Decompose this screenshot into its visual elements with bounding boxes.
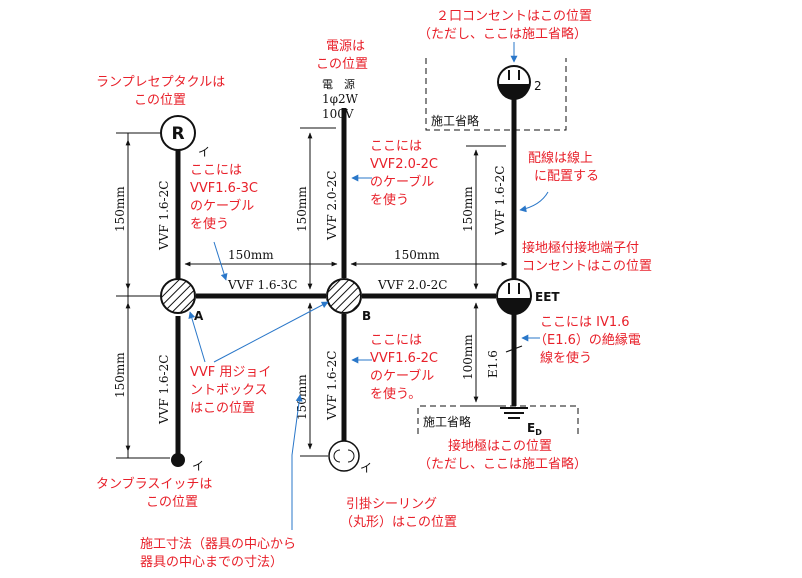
junction-box-a bbox=[160, 278, 196, 314]
leader-joint-b bbox=[213, 301, 329, 363]
note-cable16-2c-2: VVF1.6-2C bbox=[370, 351, 438, 366]
note-ground-1: 接地極はこの位置 bbox=[448, 438, 552, 454]
leader-wiring bbox=[519, 191, 549, 213]
note-outlet2-1: ２口コンセントはこの位置 bbox=[436, 9, 592, 24]
note-joint-box-1: VVF 用ジョイ bbox=[190, 365, 271, 380]
note-cable16-3c: ここには VVF1.6-3C のケーブル を使う bbox=[190, 163, 262, 232]
note-cable16-3c-1: ここには bbox=[190, 163, 242, 178]
duplex-outlet-fill bbox=[498, 84, 530, 100]
junction-box-b bbox=[326, 278, 362, 314]
lamp-i-mark: イ bbox=[198, 145, 210, 159]
note-cable20-2c: ここには VVF2.0-2C のケーブル を使う bbox=[370, 139, 442, 208]
junction-a-label: A bbox=[194, 309, 204, 323]
e16-tick bbox=[505, 345, 523, 353]
note-iv: ここには IV1.6 （E1.6）の絶縁電 線を使う bbox=[534, 315, 645, 366]
note-lamp-1: ランプレセプタクルは bbox=[96, 75, 225, 90]
note-switch-1: タンブラスイッチは bbox=[96, 476, 212, 492]
note-iv-3: 線を使う bbox=[540, 350, 592, 366]
note-wiring-1: 配線は線上 bbox=[528, 150, 593, 166]
dim-mid: 150mm bbox=[295, 186, 309, 232]
dim-top-ab-label: 150mm bbox=[228, 248, 274, 262]
note-eet: 接地極付接地端子付 コンセントはこの位置 bbox=[522, 240, 652, 274]
note-wiring: 配線は線上 に配置する bbox=[528, 150, 599, 184]
note-ceiling-1: 引掛シーリング bbox=[346, 497, 437, 512]
note-dimension: 施工寸法（器具の中心から 器具の中心までの寸法） bbox=[140, 537, 300, 570]
note-switch: タンブラスイッチは この位置 bbox=[96, 476, 217, 510]
ceiling-rosette-arc-right bbox=[347, 449, 355, 463]
ground-label: ED bbox=[527, 421, 542, 437]
cable-label-r: VVF 1.6-2C bbox=[157, 181, 171, 251]
note-cable16-2c-1: ここには bbox=[370, 333, 422, 348]
cable-label-e16: E1.6 bbox=[486, 350, 500, 378]
ground-subscript: D bbox=[535, 428, 542, 437]
omit-box-ground bbox=[417, 405, 579, 434]
note-eet-2: コンセントはこの位置 bbox=[522, 259, 652, 274]
note-cable16-3c-3: のケーブル bbox=[190, 198, 254, 214]
eet-label: EET bbox=[535, 290, 560, 304]
cable-label-power: VVF 2.0-2C bbox=[325, 171, 339, 241]
note-lamp-2: この位置 bbox=[134, 93, 186, 108]
outlet-count: 2 bbox=[534, 79, 542, 93]
power-title: 電 源 bbox=[322, 77, 355, 91]
cable-label-ab: VVF 1.6-3C bbox=[227, 278, 297, 292]
tumbler-switch-symbol bbox=[171, 453, 185, 467]
note-iv-2: （E1.6）の絶縁電 bbox=[534, 332, 641, 348]
note-joint-box: VVF 用ジョイ ントボックス はこの位置 bbox=[190, 365, 276, 416]
note-power-1: 電源は bbox=[326, 39, 365, 54]
power-voltage: 100V bbox=[322, 107, 354, 121]
leader-dimension-1 bbox=[291, 394, 303, 530]
note-cable20-2c-1: ここには bbox=[370, 139, 422, 154]
note-joint-box-2: ントボックス bbox=[190, 383, 268, 398]
omit-label-outlet: 施工省略 bbox=[431, 113, 479, 128]
junction-b-label: B bbox=[362, 309, 371, 323]
switch-i-mark: イ bbox=[192, 459, 204, 473]
note-dimension-2: 器具の中心までの寸法） bbox=[140, 555, 283, 570]
note-cable16-3c-2: VVF1.6-3C bbox=[190, 181, 258, 196]
note-cable20-2c-4: を使う bbox=[370, 192, 409, 208]
omit-box-outlet bbox=[425, 58, 567, 131]
note-outlet2-2: （ただし、ここは施工省略） bbox=[418, 26, 587, 42]
cable-label-b-eet: VVF 2.0-2C bbox=[377, 278, 447, 292]
note-cable20-2c-2: VVF2.0-2C bbox=[370, 157, 438, 172]
note-ceiling: 引掛シーリング （丸形）はこの位置 bbox=[340, 497, 457, 530]
note-iv-1: ここには IV1.6 bbox=[540, 315, 630, 330]
note-power-2: この位置 bbox=[316, 57, 368, 72]
note-cable16-2c-4: を使う。 bbox=[370, 386, 421, 402]
note-eet-1: 接地極付接地端子付 bbox=[522, 240, 639, 256]
dim-ground: 100mm bbox=[461, 334, 475, 380]
dim-top-b-eet-label: 150mm bbox=[394, 248, 440, 262]
lamp-receptacle-letter: R bbox=[171, 124, 184, 144]
dim-right: 150mm bbox=[461, 186, 475, 232]
ceiling-rosette-arc-left bbox=[333, 449, 341, 463]
note-dimension-1: 施工寸法（器具の中心から bbox=[140, 537, 296, 552]
ground-letter: E bbox=[527, 421, 535, 435]
note-cable16-3c-4: を使う bbox=[190, 216, 229, 232]
note-joint-box-3: はこの位置 bbox=[190, 401, 255, 416]
cable-label-ceiling: VVF 1.6-2C bbox=[325, 351, 339, 421]
power-phase: 1φ2W bbox=[322, 92, 359, 106]
cable-label-outlet: VVF 1.6-2C bbox=[493, 166, 507, 236]
note-ground: 接地極はこの位置 （ただし、ここは施工省略） bbox=[418, 438, 587, 472]
leader-cable16-3c bbox=[213, 241, 228, 281]
note-ground-2: （ただし、ここは施工省略） bbox=[418, 456, 587, 472]
note-cable16-2c: ここには VVF1.6-2C のケーブル を使う。 bbox=[370, 333, 442, 402]
ceiling-i-mark: イ bbox=[360, 461, 372, 475]
note-outlet2: ２口コンセントはこの位置 （ただし、ここは施工省略） bbox=[418, 9, 596, 42]
note-power: 電源は この位置 bbox=[316, 39, 369, 72]
note-switch-2: この位置 bbox=[146, 495, 198, 510]
dim-left-bottom: 150mm bbox=[113, 352, 127, 398]
note-cable16-2c-3: のケーブル bbox=[370, 368, 434, 384]
dim-left-top: 150mm bbox=[113, 186, 127, 232]
leader-joint-a bbox=[188, 311, 206, 363]
eet-outlet-fill bbox=[497, 298, 531, 315]
note-wiring-2: に配置する bbox=[534, 169, 599, 184]
ceiling-rosette-symbol bbox=[328, 440, 360, 472]
note-cable20-2c-3: のケーブル bbox=[370, 174, 434, 190]
note-ceiling-2: （丸形）はこの位置 bbox=[340, 515, 457, 530]
note-lamp: ランプレセプタクルは この位置 bbox=[96, 75, 229, 108]
cable-label-switch: VVF 1.6-2C bbox=[157, 355, 171, 425]
omit-label-ground: 施工省略 bbox=[423, 414, 471, 429]
